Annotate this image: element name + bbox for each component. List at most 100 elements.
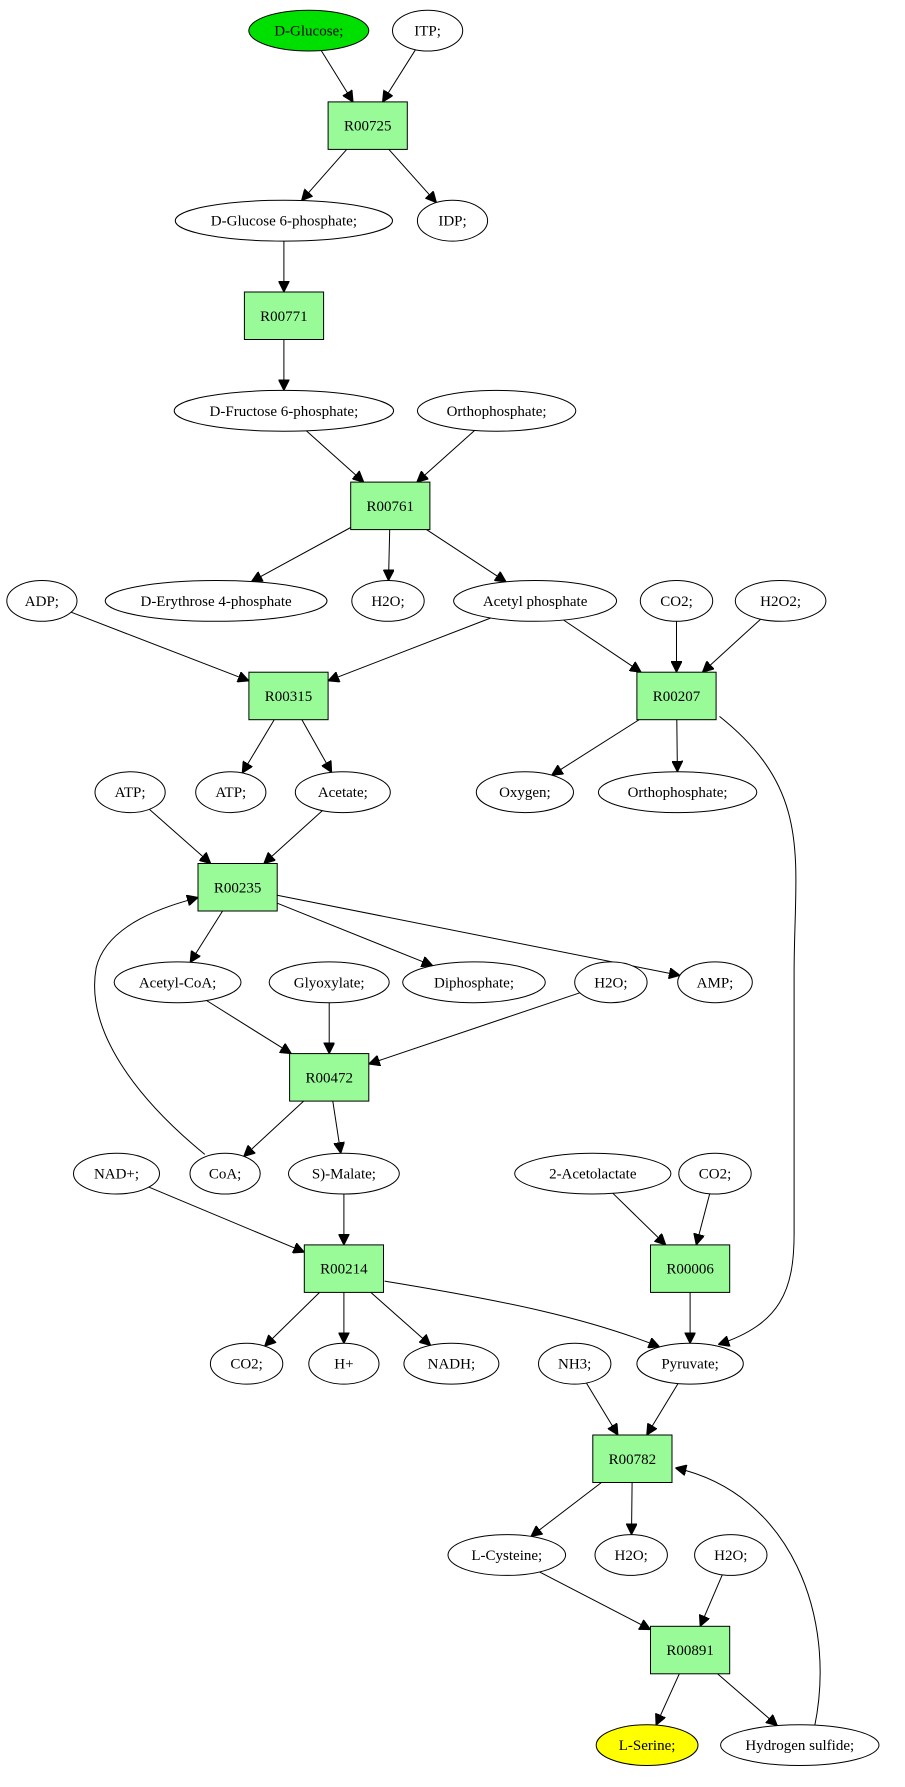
node-label: ATP; — [115, 785, 146, 801]
compound-ellipse — [595, 1724, 699, 1766]
compound-node-atp1: ATP; — [94, 771, 166, 814]
edge-pyruvate-to-r00782 — [647, 1383, 679, 1435]
compound-ellipse — [694, 1534, 768, 1576]
node-label: D-Fructose 6-phosphate; — [210, 404, 359, 420]
node-label: R00891 — [666, 1643, 714, 1659]
node-label: R00235 — [214, 880, 262, 896]
edge-r00761-to-acp — [426, 529, 507, 582]
compound-node-amp: AMP; — [677, 961, 753, 1004]
compound-ellipse — [639, 580, 714, 622]
compound-node-accoa: Acetyl-CoA; — [113, 961, 242, 1004]
compound-node-itp: ITP; — [392, 9, 464, 52]
node-label: NADH; — [428, 1357, 476, 1373]
node-label: R00207 — [653, 689, 701, 705]
edge-r00235-to-accoa — [190, 910, 224, 962]
reaction-node-r00472: R00472 — [289, 1053, 370, 1102]
compound-node-serine: L-Serine; — [595, 1724, 699, 1766]
reaction-box — [650, 1625, 731, 1675]
reaction-box — [303, 1244, 384, 1293]
compound-node-pi1: Orthophosphate; — [416, 389, 577, 432]
reaction-node-r00771: R00771 — [243, 291, 325, 340]
compound-node-pi2: Orthophosphate; — [597, 771, 758, 814]
edge-r00207-to-pi2 — [677, 719, 678, 772]
compound-ellipse — [268, 961, 390, 1004]
compound-ellipse — [538, 1342, 612, 1385]
node-label: AMP; — [697, 975, 734, 991]
compound-ellipse — [514, 1152, 672, 1195]
edge-acp-to-r00315 — [328, 617, 491, 681]
edge-h2o2-to-r00207 — [703, 618, 761, 672]
compound-ellipse — [392, 9, 464, 52]
edge-r00214-to-co2c — [265, 1292, 320, 1346]
compound-ellipse — [195, 771, 267, 814]
compound-ellipse — [475, 771, 575, 814]
compound-ellipse — [248, 9, 370, 52]
node-label: Orthophosphate; — [628, 785, 728, 801]
reaction-node-r00761: R00761 — [350, 481, 431, 531]
compound-ellipse — [416, 199, 489, 242]
edge-r00472-to-coa — [244, 1100, 304, 1156]
node-label: L-Serine; — [619, 1738, 676, 1754]
compound-node-h2o4: H2O; — [594, 1534, 668, 1576]
node-label: L-Cysteine; — [471, 1548, 542, 1564]
compound-node-malate: S)-Malate; — [288, 1152, 400, 1195]
edge-r00472-to-malate — [332, 1101, 341, 1153]
node-label: Oxygen; — [499, 785, 551, 801]
node-label: CO2; — [699, 1167, 732, 1183]
reaction-node-r00207: R00207 — [636, 671, 717, 721]
node-label: CoA; — [209, 1167, 242, 1183]
compound-ellipse — [209, 1342, 284, 1385]
edge-r00761-to-e4p — [251, 527, 351, 582]
compound-ellipse — [174, 199, 393, 242]
reaction-node-r00235: R00235 — [197, 863, 278, 912]
node-label: Acetyl-CoA; — [139, 975, 216, 991]
node-label: R00472 — [305, 1070, 353, 1086]
compound-ellipse — [678, 1152, 752, 1195]
node-label: Orthophosphate; — [447, 404, 547, 420]
compound-ellipse — [189, 1152, 261, 1195]
compound-node-acp: Acetyl phosphate — [453, 580, 618, 622]
compound-node-ppi: Diphosphate; — [402, 961, 546, 1004]
compound-ellipse — [104, 580, 328, 622]
compound-ellipse — [351, 580, 425, 622]
compound-node-nad: NAD+; — [73, 1152, 160, 1195]
compound-node-nadh: NADH; — [403, 1342, 500, 1385]
compound-ellipse — [403, 1342, 500, 1385]
node-label: Acetate; — [318, 785, 368, 801]
edge-h2s-to-r00782 — [675, 1468, 821, 1728]
compound-ellipse — [677, 961, 753, 1004]
compound-ellipse — [416, 389, 577, 432]
compound-node-h2o1: H2O; — [351, 580, 425, 622]
edge-r00214-to-nadh — [370, 1292, 431, 1345]
compound-ellipse — [720, 1724, 880, 1766]
node-label: R00214 — [320, 1262, 368, 1278]
compound-node-adp: ADP; — [6, 580, 78, 622]
compound-node-f6p: D-Fructose 6-phosphate; — [173, 389, 395, 432]
edge-nad-to-r00214 — [148, 1186, 304, 1252]
reaction-box — [350, 481, 431, 531]
node-label: ADP; — [25, 594, 59, 610]
node-label: R00771 — [260, 309, 308, 325]
node-label: R00761 — [367, 499, 415, 515]
reaction-node-r00782: R00782 — [592, 1434, 673, 1483]
compound-ellipse — [453, 580, 618, 622]
node-label: ITP; — [414, 24, 441, 40]
edge-h2o3-to-r00472 — [369, 992, 580, 1064]
node-label: CO2; — [230, 1357, 263, 1373]
node-label: H2O; — [714, 1548, 747, 1564]
edge-r00207-to-pyruvate — [718, 716, 797, 1344]
node-label: R00315 — [265, 689, 313, 705]
compound-node-co2c: CO2; — [209, 1342, 284, 1385]
reaction-box — [327, 101, 408, 150]
compound-node-coa: CoA; — [189, 1152, 261, 1195]
compound-node-nh3: NH3; — [538, 1342, 612, 1385]
node-label: H2O2; — [760, 594, 801, 610]
edge-nh3-to-r00782 — [585, 1382, 618, 1435]
reaction-box — [289, 1053, 370, 1102]
compound-node-oxygen: Oxygen; — [475, 771, 575, 814]
edge-r00782-to-cys — [531, 1482, 602, 1537]
edges-layer — [70, 49, 821, 1728]
edge-itp-to-r00725 — [383, 49, 416, 102]
